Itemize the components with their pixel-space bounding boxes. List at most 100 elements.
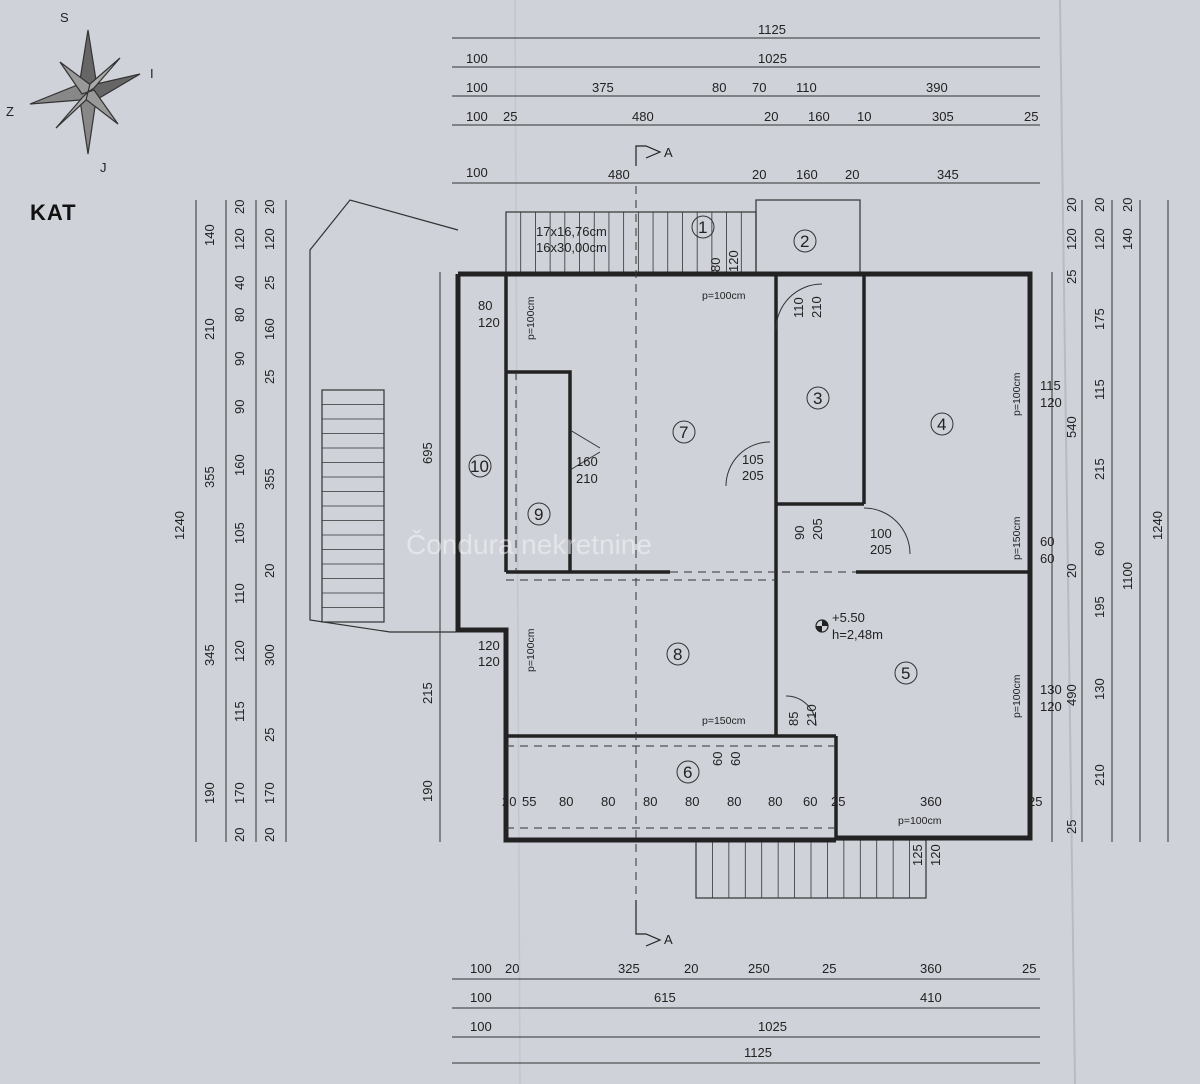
door-160: 160 (576, 454, 598, 469)
room-number: 6 (683, 763, 692, 782)
height-mark: h=2,48m (832, 627, 883, 642)
door-110: 110 (791, 297, 806, 318)
dim-right-b: 540 (1064, 416, 1079, 438)
dim-top-3: 70 (752, 80, 766, 95)
room-number: 1 (698, 218, 707, 237)
dim-bottom-1: 20 (684, 961, 698, 976)
dim-left-b: 80 (232, 308, 247, 322)
opening-p100: p=100cm (702, 290, 746, 302)
room-number: 5 (901, 664, 910, 683)
opening-w2: 80 (708, 258, 723, 272)
opening-w1: 80 (478, 298, 492, 313)
dim-top-5: 100 (466, 165, 488, 180)
compass-east-label: I (150, 66, 154, 81)
room-number: 8 (673, 645, 682, 664)
dim-left-b: 120 (232, 640, 247, 662)
dim-top-3: 375 (592, 80, 614, 95)
door-100: 205 (870, 542, 892, 557)
dim-left-inner: 695 (420, 442, 435, 464)
compass-north-label: S (60, 10, 69, 25)
opening-p150: p=150cm (1011, 516, 1023, 560)
dim-left-b: 105 (232, 522, 247, 544)
door-swings (569, 283, 911, 727)
terrace-dim: 360 (920, 794, 942, 809)
dim-left-c: 120 (262, 228, 277, 250)
dim-bottom-2: 100 (470, 990, 492, 1005)
dim-left-b: 90 (232, 352, 247, 366)
dim-top-3: 100 (466, 80, 488, 95)
dim-right-a: 210 (1092, 764, 1107, 786)
opening-p100: p=100cm (1011, 674, 1023, 718)
terrace-dim: 25 (831, 794, 845, 809)
dim-top-4: 160 (808, 109, 830, 124)
room-number: 9 (534, 505, 543, 524)
dashed-lines (506, 186, 856, 900)
terrace-dim: 55 (522, 794, 536, 809)
dim-left-b: 115 (232, 701, 247, 722)
dim-left-c: 25 (262, 728, 277, 742)
door-85: 85 (786, 712, 801, 726)
compass-icon (29, 29, 141, 155)
window-120: 120 (478, 654, 500, 669)
dim-top-3: 110 (796, 80, 817, 95)
door-90: 90 (792, 526, 807, 540)
dim-bottom-1: 20 (505, 961, 519, 976)
bottom-dimension-lines (452, 978, 1040, 1064)
interior-walls (504, 274, 1030, 840)
dim-left-c: 355 (262, 468, 277, 490)
door-105: 105 (742, 452, 764, 467)
dim-bottom-1: 250 (748, 961, 770, 976)
door-110: 210 (809, 296, 824, 318)
dim-right-a: 25 (1064, 820, 1079, 834)
room-number: 4 (937, 415, 946, 434)
dim-top-4: 480 (632, 109, 654, 124)
top-dimension-lines (452, 37, 1040, 184)
compass-south-label: J (100, 160, 107, 175)
dim-top-5: 345 (937, 167, 959, 182)
section-label-bottom: A (664, 932, 673, 947)
exterior-walls (455, 271, 1033, 843)
dim-right-a: 60 (1092, 542, 1107, 556)
terrace-dim: 80 (643, 794, 657, 809)
window-125: 120 (928, 844, 943, 866)
opening-p100: p=100cm (1011, 372, 1023, 416)
dim-top-3: 80 (712, 80, 726, 95)
terrace-dim: 80 (601, 794, 615, 809)
dim-left-b: 170 (232, 782, 247, 804)
left-dimension-lines (195, 200, 441, 842)
dim-left-inner: 190 (420, 780, 435, 802)
dim-right-a: 20 (1064, 198, 1079, 212)
dim-left-a: 190 (202, 782, 217, 804)
dim-left-c: 20 (262, 828, 277, 842)
dim-top-2: 1025 (758, 51, 787, 66)
section-marker-top (635, 145, 662, 166)
stair-treads (712, 840, 910, 898)
stair-note: 16x30,00cm (536, 240, 607, 255)
external-stair-left (309, 199, 459, 633)
terrace-dim: 20 (502, 794, 516, 809)
dim-top-4: 25 (503, 109, 517, 124)
dim-bottom-1: 360 (920, 961, 942, 976)
dim-right-a: 120 (1064, 228, 1079, 250)
dim-right-b: 20 (1092, 198, 1107, 212)
dim-left-c: 300 (262, 644, 277, 666)
stair-treads (520, 212, 742, 274)
dim-left-b: 20 (232, 828, 247, 842)
section-marker-bottom (635, 900, 662, 947)
dim-left-b: 160 (232, 454, 247, 476)
terrace-dim: 25 (1028, 794, 1042, 809)
dim-top-5: 480 (608, 167, 630, 182)
door-100: 100 (870, 526, 892, 541)
dim-left-b: 120 (232, 228, 247, 250)
door-105: 205 (742, 468, 764, 483)
opening-p100: p=100cm (525, 296, 537, 340)
dim-right-c: 140 (1120, 228, 1135, 250)
dim-top-4: 25 (1024, 109, 1038, 124)
level-mark-icon (815, 619, 829, 633)
dim-right-a: 130 (1092, 678, 1107, 700)
dim-top-3: 390 (926, 80, 948, 95)
watermark: Čondura nekretnine (406, 529, 652, 560)
room-number: 2 (800, 232, 809, 251)
fold-line (514, 0, 521, 1084)
